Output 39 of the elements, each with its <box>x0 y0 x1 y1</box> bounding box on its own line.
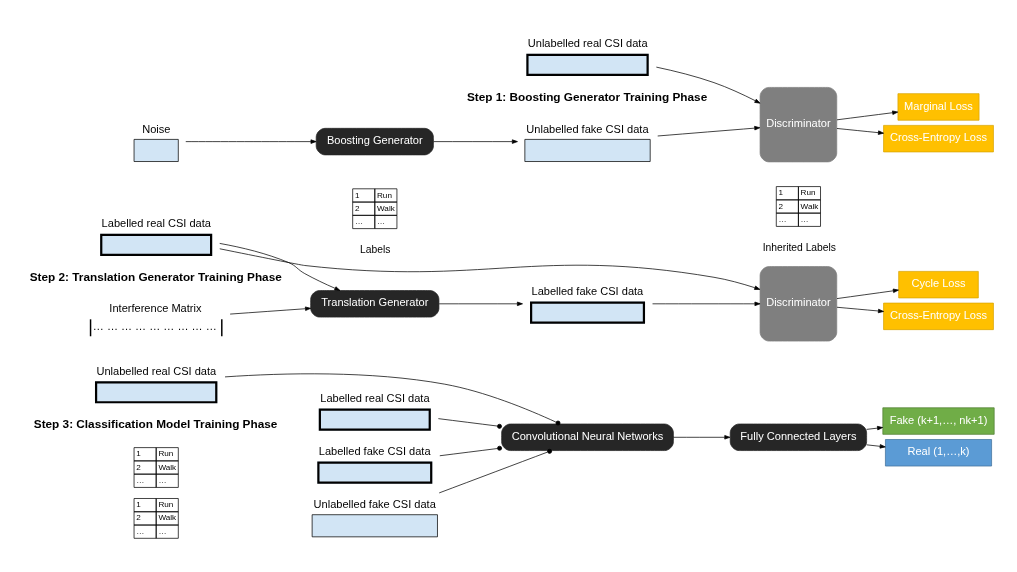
label: Run <box>376 190 392 199</box>
label: Step 1: Boosting Generator Training Phase <box>466 89 707 103</box>
node-label: Noise <box>141 122 170 135</box>
node-label: Unlabelled real CSI data <box>527 36 648 49</box>
label: Run <box>800 187 816 197</box>
node-label: Labelled fake CSI data <box>318 444 431 457</box>
label: … <box>376 216 385 226</box>
label: 2 <box>778 201 783 211</box>
label: Walk <box>376 203 395 213</box>
label: … <box>354 216 363 226</box>
label: Step 3: Classification Model Training Phase <box>33 416 277 430</box>
label: 1 <box>354 190 359 199</box>
label: … <box>135 475 144 485</box>
label: Walk <box>157 462 176 472</box>
node-label: Unlabelled fake CSI data <box>525 122 649 135</box>
label: 2 <box>135 462 141 472</box>
label: Inherited Labels <box>762 241 836 253</box>
label: … <box>800 214 809 224</box>
label: … <box>135 526 144 536</box>
label: 1 <box>778 187 783 197</box>
label: Run <box>157 448 173 458</box>
label: Walk <box>800 201 818 211</box>
label: … <box>778 214 787 224</box>
node-label: Labelled real CSI data <box>319 391 430 404</box>
label: 1 <box>135 448 141 458</box>
label: 2 <box>135 512 141 522</box>
node-label: Unlabelled fake CSI data <box>313 497 436 510</box>
label: … <box>157 526 166 536</box>
node-label: Labelled fake CSI data <box>530 284 643 297</box>
label: Run <box>157 499 173 509</box>
label: 2 <box>354 203 359 213</box>
node-label: Labelled real CSI data <box>101 216 211 229</box>
node-text: Interference Matrix … … … … … … … … … <box>92 301 217 332</box>
label: Step 2: Translation Generator Training Phase <box>29 269 282 283</box>
node-label: Unlabelled real CSI data <box>95 364 216 377</box>
label: Labels <box>359 243 390 255</box>
label: 1 <box>135 499 141 509</box>
label: … <box>157 475 166 485</box>
label: Walk <box>157 512 176 522</box>
